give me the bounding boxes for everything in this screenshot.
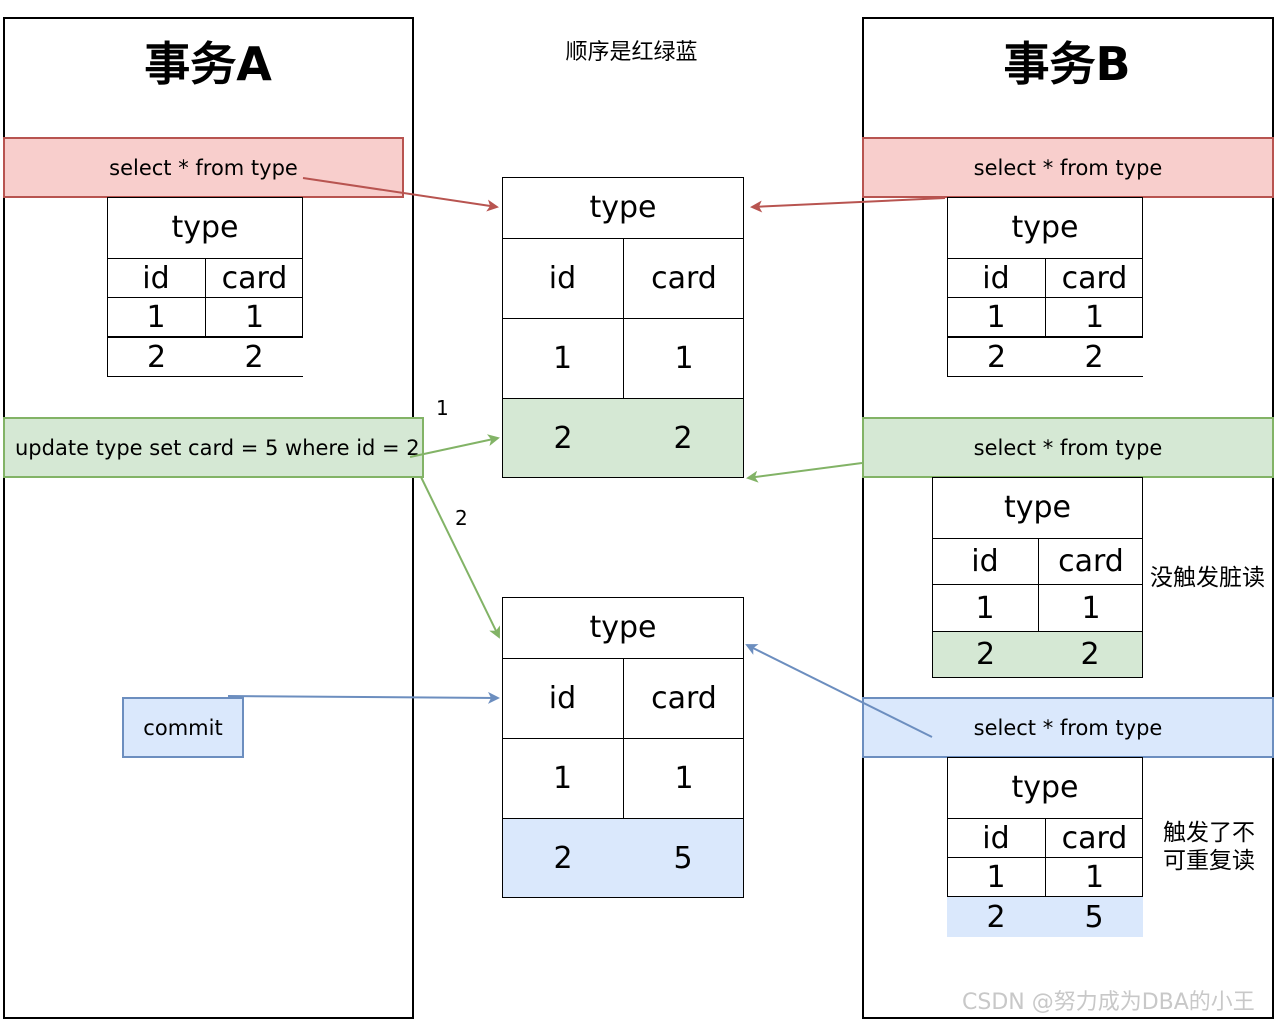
non-repeatable-read-note: 触发了不 可重复读	[1163, 819, 1255, 875]
order-note: 顺序是红绿蓝	[565, 40, 698, 65]
column-header: id	[502, 658, 623, 738]
table-cell: 1	[1038, 584, 1143, 631]
note-line: 可重复读	[1163, 848, 1255, 874]
table-cell: 1	[205, 297, 303, 337]
column-header: card	[1038, 538, 1143, 584]
arrow-label-2: 2	[455, 506, 468, 530]
table-cell: 2	[933, 631, 1038, 677]
column-header: id	[502, 238, 623, 318]
table-cell: 1	[932, 584, 1038, 631]
b-result-table-3: type id card 1 1 2 5	[947, 757, 1143, 939]
b-select-statement-1: select * from type	[862, 137, 1274, 198]
table-name: type	[1003, 490, 1072, 525]
b-select-statement-3: select * from type	[862, 697, 1274, 758]
table-name: type	[589, 190, 657, 225]
b-select-statement-2: select * from type	[862, 417, 1274, 478]
transaction-b-title: 事务B	[1003, 37, 1131, 91]
table-name: type	[1011, 770, 1079, 805]
column-header: card	[1045, 258, 1143, 297]
column-header: id	[107, 258, 205, 297]
b-result-table-1: type id card 1 1 2 2	[947, 197, 1143, 379]
table-cell: 2	[1038, 631, 1142, 677]
column-header: card	[1045, 818, 1143, 857]
watermark: CSDN @努力成为DBA的小王	[962, 990, 1255, 1015]
a-commit-statement: commit	[122, 697, 244, 758]
column-header: card	[205, 258, 303, 297]
a-update-statement: update type set card = 5 where id = 2	[3, 417, 424, 478]
table-cell: 1	[1045, 297, 1143, 337]
note-line: 触发了不	[1163, 820, 1255, 846]
transaction-a-title: 事务A	[144, 37, 272, 91]
column-header: id	[947, 818, 1045, 857]
column-header: id	[932, 538, 1038, 584]
table-cell: 2	[623, 398, 743, 477]
table-cell: 1	[623, 738, 744, 818]
table-cell: 2	[1045, 337, 1143, 377]
table-cell: 1	[623, 318, 744, 398]
table-cell: 1	[1045, 857, 1143, 897]
center-top-table: type id card 1 1 2 2	[502, 177, 744, 479]
table-name: type	[589, 610, 657, 645]
table-cell: 1	[502, 738, 623, 818]
table-cell: 5	[1045, 897, 1143, 937]
table-cell: 1	[502, 318, 623, 398]
table-cell: 2	[947, 337, 1045, 377]
table-cell: 5	[623, 818, 743, 897]
table-cell: 2	[107, 337, 205, 377]
table-cell: 2	[947, 897, 1045, 937]
table-cell: 2	[205, 337, 303, 377]
column-header: card	[623, 658, 744, 738]
table-cell: 2	[503, 398, 623, 477]
table-cell: 1	[107, 297, 205, 337]
arrow-label-1: 1	[436, 396, 449, 420]
table-cell: 2	[503, 818, 623, 897]
arrow-b-select2-to-center	[746, 462, 863, 483]
a-select-statement: select * from type	[3, 137, 404, 198]
b-result-table-2: type id card 1 1 2 2	[932, 477, 1143, 679]
arrow-update-to-center-bottom	[420, 476, 501, 639]
table-name: type	[1011, 210, 1079, 245]
column-header: id	[947, 258, 1045, 297]
table-name: type	[171, 210, 239, 245]
a-result-table: type id card 1 1 2 2	[107, 197, 303, 379]
table-cell: 1	[947, 857, 1045, 897]
center-bottom-table: type id card 1 1 2 5	[502, 597, 744, 899]
table-cell: 1	[947, 297, 1045, 337]
no-dirty-read-note: 没触发脏读	[1150, 565, 1265, 591]
column-header: card	[623, 238, 744, 318]
